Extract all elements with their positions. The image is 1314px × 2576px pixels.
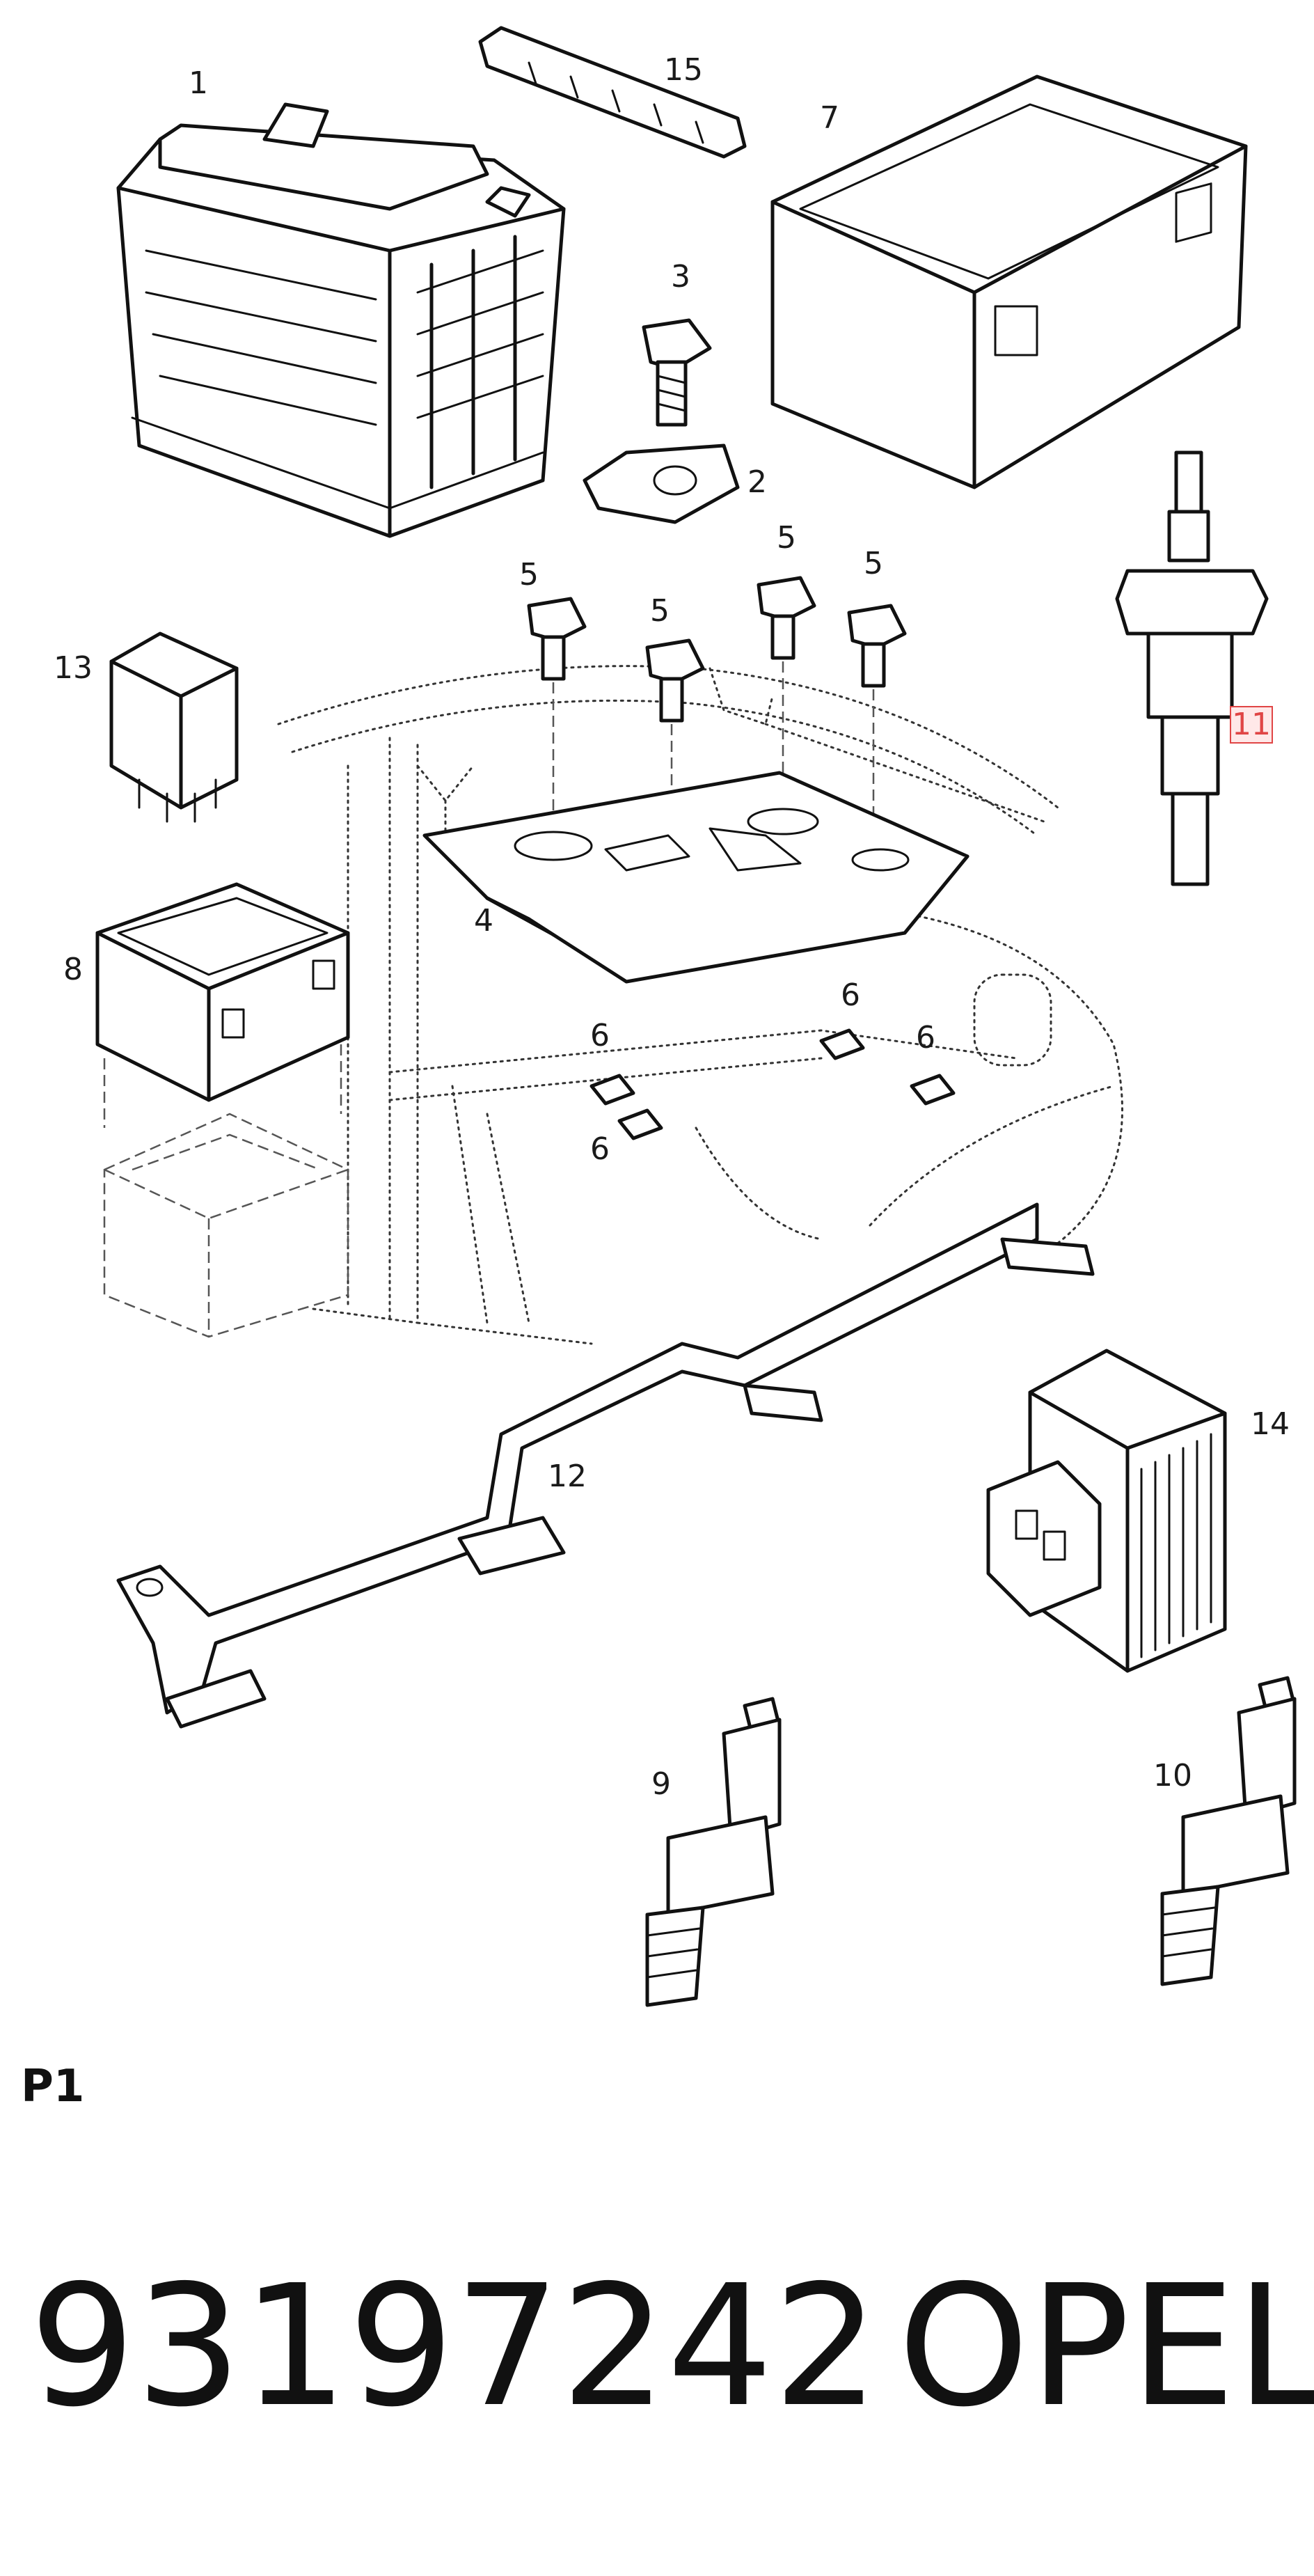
brand-name: OPEL <box>898 2249 1314 2444</box>
spark-plug-10 <box>1160 1676 1297 1986</box>
callout-6a: 6 <box>590 1018 610 1053</box>
callout-6b: 6 <box>590 1131 610 1167</box>
clamp-2 <box>583 443 740 524</box>
callout-5d: 5 <box>864 546 883 581</box>
callout-5c: 5 <box>777 520 796 556</box>
callout-13: 13 <box>54 650 93 686</box>
callout-14: 14 <box>1251 1406 1290 1442</box>
part-number: 93197242 <box>29 2249 880 2444</box>
battery-box-small <box>95 882 350 1128</box>
battery-tray <box>422 771 969 984</box>
callout-5b: 5 <box>650 593 670 629</box>
callout-9: 9 <box>651 1766 671 1802</box>
callout-11-highlight-box <box>1230 706 1273 744</box>
callout-3: 3 <box>671 259 690 294</box>
callout-2: 2 <box>747 464 767 500</box>
callout-6d: 6 <box>916 1020 935 1055</box>
fuse-strip <box>478 26 747 159</box>
callout-labels: 1 2 3 4 5 5 5 5 6 6 6 6 7 8 9 10 11 12 1… <box>54 52 1290 1802</box>
battery-cover-large <box>770 74 1248 489</box>
clips-6 <box>589 1028 956 1140</box>
bracket <box>116 1202 1095 1729</box>
spark-plug-9 <box>645 1697 782 2007</box>
battery-ghost <box>103 1113 349 1338</box>
bolts-5 <box>527 576 907 877</box>
control-module <box>986 1349 1227 1673</box>
plate-label: P1 <box>21 2061 85 2112</box>
callout-10: 10 <box>1153 1758 1192 1793</box>
callout-6c: 6 <box>841 977 860 1013</box>
callout-5a: 5 <box>519 557 539 592</box>
callout-1: 1 <box>189 65 208 101</box>
callout-4: 4 <box>474 903 493 938</box>
callout-11: 11 <box>1232 707 1271 742</box>
battery <box>116 102 566 538</box>
callout-8: 8 <box>63 952 83 987</box>
callout-7: 7 <box>820 100 839 136</box>
bolt-3 <box>642 318 712 427</box>
callout-12: 12 <box>548 1459 587 1494</box>
callout-15: 15 <box>664 52 703 88</box>
glow-plug <box>1115 450 1269 886</box>
relay <box>109 631 239 823</box>
